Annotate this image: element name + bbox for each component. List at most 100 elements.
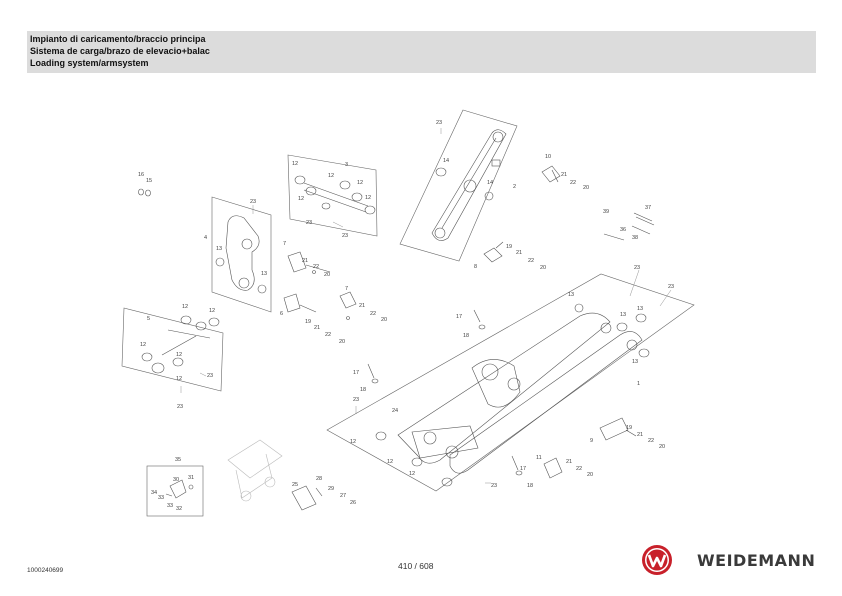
callout-12l: 12 bbox=[387, 459, 393, 465]
callout-12e: 12 bbox=[365, 195, 371, 201]
callout-17b: 17 bbox=[353, 370, 359, 376]
callout-21g: 21 bbox=[566, 459, 572, 465]
bolts-17 bbox=[367, 309, 523, 476]
callout-12d: 12 bbox=[357, 180, 363, 186]
callout-26: 26 bbox=[350, 500, 356, 506]
callout-12c: 12 bbox=[298, 196, 304, 202]
callout-14b: 14 bbox=[487, 180, 493, 186]
callout-35: 35 bbox=[175, 457, 181, 463]
callout-13c: 13 bbox=[568, 292, 574, 298]
callout-21e: 21 bbox=[314, 325, 320, 331]
callout-23g: 23 bbox=[634, 265, 640, 271]
callout-12f: 12 bbox=[182, 304, 188, 310]
pin-assembly-3 bbox=[294, 175, 376, 215]
callout-21b: 21 bbox=[516, 250, 522, 256]
callout-39: 39 bbox=[603, 209, 609, 215]
callout-numbers: 1 2 3 4 5 6 7 7 8 9 10 11 12 12 12 12 12… bbox=[138, 120, 674, 512]
callout-12h: 12 bbox=[140, 342, 146, 348]
callout-23e: 23 bbox=[207, 373, 213, 379]
callout-36: 36 bbox=[620, 227, 626, 233]
frame-part-5 bbox=[121, 307, 224, 392]
page-number: 410 / 608 bbox=[398, 561, 434, 571]
callout-4: 4 bbox=[204, 235, 207, 241]
callout-25: 25 bbox=[292, 482, 298, 488]
callout-2: 2 bbox=[513, 184, 516, 190]
callout-23b: 23 bbox=[250, 199, 256, 205]
callout-22b: 22 bbox=[528, 258, 534, 264]
attachment-frame bbox=[227, 439, 283, 502]
callout-23h: 23 bbox=[668, 284, 674, 290]
callout-5: 5 bbox=[147, 316, 150, 322]
callout-28: 28 bbox=[316, 476, 322, 482]
callout-23a: 23 bbox=[436, 120, 442, 126]
callout-18a: 18 bbox=[463, 333, 469, 339]
callout-9: 9 bbox=[590, 438, 593, 444]
callout-31: 31 bbox=[188, 475, 194, 481]
callout-7b: 7 bbox=[345, 286, 348, 292]
document-header: Impianto di caricamento/braccio principa… bbox=[27, 31, 816, 73]
bracket-plate-4 bbox=[215, 215, 267, 294]
callout-22d: 22 bbox=[370, 311, 376, 317]
pin-25 bbox=[291, 485, 323, 511]
callout-34: 34 bbox=[151, 490, 157, 496]
callout-13f: 13 bbox=[632, 359, 638, 365]
callout-10: 10 bbox=[545, 154, 551, 160]
callout-20f: 20 bbox=[659, 444, 665, 450]
callout-7a: 7 bbox=[283, 241, 286, 247]
brand-logo: WEIDEMANN bbox=[641, 544, 821, 578]
callout-27: 27 bbox=[340, 493, 346, 499]
title-italian: Impianto di caricamento/braccio principa bbox=[30, 34, 206, 44]
callout-29: 29 bbox=[328, 486, 334, 492]
washers-15-16 bbox=[138, 188, 151, 197]
leader-lines bbox=[180, 128, 672, 484]
pin-7-lower bbox=[339, 291, 357, 320]
callout-19b: 19 bbox=[305, 319, 311, 325]
grease-nipple-group-35 bbox=[165, 479, 194, 499]
frame-part-35 bbox=[146, 465, 204, 517]
callout-18b: 18 bbox=[360, 387, 366, 393]
frame-part-1 bbox=[326, 273, 695, 492]
document-number: 1000240699 bbox=[27, 567, 64, 574]
callout-21a: 21 bbox=[561, 172, 567, 178]
callout-24: 24 bbox=[392, 408, 398, 414]
callout-12m: 12 bbox=[409, 471, 415, 477]
callout-12g: 12 bbox=[209, 308, 215, 314]
frame-part-4 bbox=[211, 196, 272, 313]
callout-20c: 20 bbox=[324, 272, 330, 278]
callout-20g: 20 bbox=[587, 472, 593, 478]
pin-9 bbox=[599, 417, 637, 441]
pin-10 bbox=[541, 165, 561, 183]
pin-11 bbox=[543, 457, 563, 479]
callout-22a: 22 bbox=[570, 180, 576, 186]
callout-23d: 23 bbox=[342, 233, 348, 239]
pins-36-37-38 bbox=[603, 212, 655, 241]
callout-15: 15 bbox=[146, 178, 152, 184]
callout-12b: 12 bbox=[328, 173, 334, 179]
callout-17a: 17 bbox=[456, 314, 462, 320]
callout-23c: 23 bbox=[306, 220, 312, 226]
callout-6: 6 bbox=[280, 311, 283, 317]
callout-19c: 19 bbox=[626, 425, 632, 431]
callout-22e: 22 bbox=[325, 332, 331, 338]
linkage-arm-2 bbox=[431, 129, 507, 241]
callout-23f: 23 bbox=[177, 404, 183, 410]
callout-12a: 12 bbox=[292, 161, 298, 167]
callout-11: 11 bbox=[536, 455, 542, 461]
callout-30: 30 bbox=[173, 477, 179, 483]
callout-8: 8 bbox=[474, 264, 477, 270]
callout-1: 1 bbox=[637, 381, 640, 387]
callout-23j: 23 bbox=[491, 483, 497, 489]
callout-3: 3 bbox=[345, 162, 348, 168]
pin-6 bbox=[283, 293, 317, 313]
callout-33b: 33 bbox=[167, 503, 173, 509]
brand-name: WEIDEMANN bbox=[697, 551, 816, 570]
frame-part-2 bbox=[399, 109, 518, 262]
callout-32: 32 bbox=[176, 506, 182, 512]
pin-7-upper bbox=[287, 251, 331, 274]
callout-20e: 20 bbox=[339, 339, 345, 345]
callout-33a: 33 bbox=[158, 495, 164, 501]
callout-20a: 20 bbox=[583, 185, 589, 191]
callout-13a: 13 bbox=[216, 246, 222, 252]
callout-21c: 21 bbox=[302, 258, 308, 264]
